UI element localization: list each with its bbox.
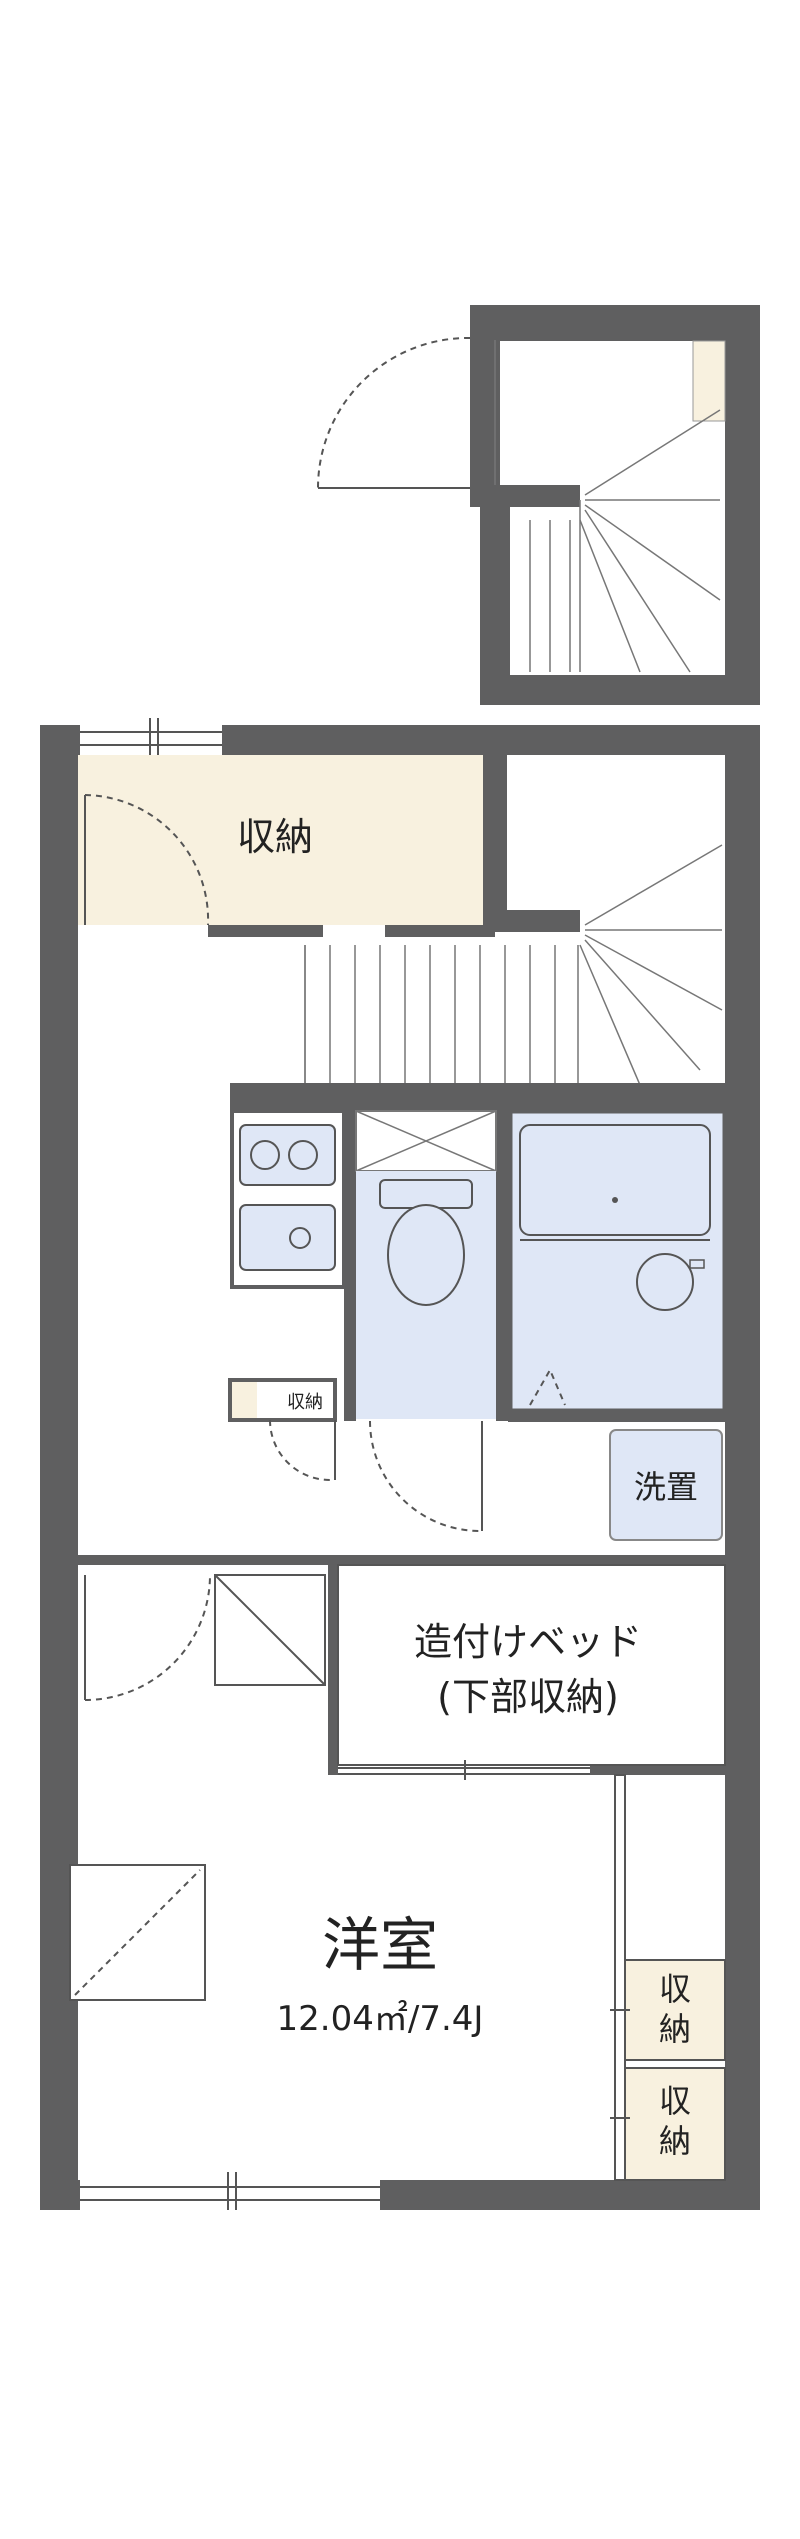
sink-drain-icon	[289, 1227, 311, 1249]
wall-right	[725, 725, 760, 2210]
kitchen: 収納	[228, 1109, 346, 1481]
toilet-wall-left	[344, 1111, 356, 1421]
entrance-door-swing-icon	[84, 1574, 211, 1701]
main-stair-wall-step	[495, 910, 580, 932]
right-closets: 収 納 収 納	[610, 1774, 726, 2181]
kitchen-storage-label: 収納	[287, 1392, 323, 1413]
storage-top-room: 収納	[78, 755, 495, 937]
upper-door-swing-icon	[317, 336, 471, 489]
bath-faucet-icon	[689, 1259, 705, 1269]
wall-top-left	[40, 725, 80, 755]
closet-frame-wall	[614, 1774, 626, 2181]
bed-label-line2: (下部収納)	[437, 1675, 619, 1719]
main-stairs-icon	[304, 844, 723, 1086]
bed-frame	[337, 1564, 726, 1766]
built-in-bed: 造付けベッド (下部収納)	[328, 1564, 726, 1780]
bathtub-icon	[519, 1124, 711, 1236]
storage-top-label: 収納	[237, 815, 313, 859]
storage-top-fill	[78, 755, 483, 925]
toilet-tank-icon	[379, 1179, 473, 1209]
kitchen-storage-door-swing-icon	[269, 1419, 331, 1481]
stove	[239, 1124, 336, 1186]
bathroom	[507, 1108, 728, 1422]
upper-niche	[692, 340, 726, 422]
wall-bottom-left	[40, 2180, 80, 2210]
western-room-label: 洋室	[322, 1911, 438, 1979]
storage-top-wall-right	[483, 755, 495, 925]
wall-top-right	[222, 725, 760, 755]
bath-basin-icon	[636, 1253, 694, 1311]
upper-wall-bottom	[480, 675, 760, 705]
upper-wall-top	[470, 305, 760, 341]
bottom-window-icon	[80, 2172, 380, 2210]
washer-area: 洗置	[609, 1429, 723, 1541]
bed-wall-bottom-right	[590, 1765, 725, 1775]
storage-top-door-swing-icon	[84, 794, 210, 926]
upper-wall-right	[725, 305, 760, 705]
entrance-area	[84, 1574, 326, 1701]
washer-space	[609, 1429, 723, 1541]
main-stairs	[304, 755, 723, 1086]
wall-bottom-right	[380, 2180, 760, 2210]
bed-wall-left	[328, 1565, 338, 1775]
toilet-shelf-cross-b	[355, 1110, 497, 1172]
upper-wall-step	[470, 485, 580, 507]
bath-door-swing-icon	[529, 1367, 566, 1406]
western-room: 洋室 12.04㎡/7.4J	[69, 1864, 484, 2039]
western-room-area: 12.04㎡/7.4J	[277, 1999, 484, 2039]
bed-label-line1: 造付けベッド	[414, 1620, 642, 1664]
closet-a	[624, 1959, 726, 2061]
toilet-bowl-icon	[387, 1204, 465, 1306]
floor-hatch-diagonal	[74, 1869, 201, 1996]
closet-a-label-1: 収	[659, 1970, 691, 2008]
toilet-wall-right	[496, 1111, 508, 1421]
storage-top-wall-bottom-a	[208, 925, 323, 937]
sink	[239, 1204, 336, 1271]
shoe-box-diagonal	[214, 1574, 326, 1686]
storage-top-wall-bottom-b	[385, 925, 495, 937]
burner-right-icon	[288, 1140, 318, 1170]
closet-b	[624, 2067, 726, 2181]
kitchen-storage-beige	[232, 1382, 257, 1418]
closet-b-label-2: 納	[659, 2122, 691, 2160]
upper-stairs-icon	[494, 340, 721, 673]
top-window-icon	[80, 718, 222, 755]
burner-left-icon	[250, 1140, 280, 1170]
toilet-room	[344, 1110, 508, 1532]
main-stair-wall	[495, 755, 507, 915]
main-walls	[40, 725, 760, 2210]
lower-divider-wall	[78, 1555, 725, 1565]
toilet-door-swing-icon	[369, 1420, 481, 1532]
mid-wall-horizontal	[230, 1083, 725, 1111]
closet-b-label-1: 収	[659, 2082, 691, 2120]
closet-a-label-2: 納	[659, 2010, 691, 2048]
washer-label: 洗置	[634, 1468, 698, 1506]
upper-wall-left-bottom	[480, 495, 510, 705]
upper-stair-block	[317, 305, 760, 705]
bath-drain-icon	[612, 1197, 618, 1203]
